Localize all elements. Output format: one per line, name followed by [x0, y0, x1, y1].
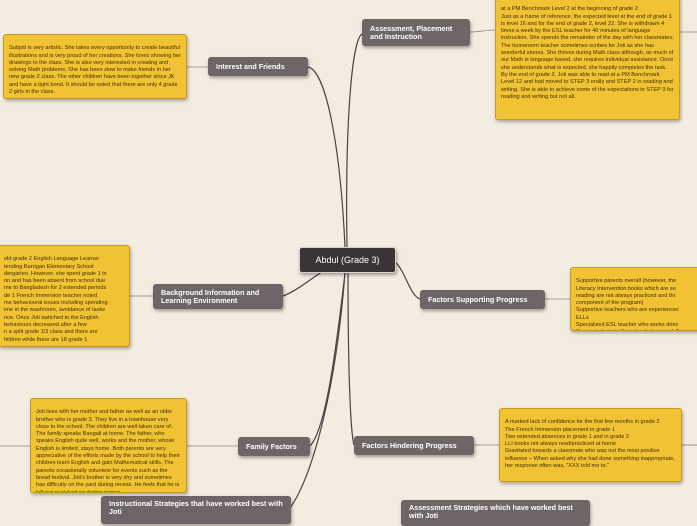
topic-assessment-placement-label: Assessment, Placement and Instruction [370, 23, 453, 41]
link-note-assessment [469, 29, 496, 33]
topic-factors-hindering-label: Factors Hindering Progress [362, 440, 457, 450]
topic-assessment-placement[interactable]: Assessment, Placement and Instruction [362, 19, 470, 46]
central-topic-label: Abdul (Grade 3) [315, 255, 380, 265]
topic-factors-supporting-label: Factors Supporting Progress [428, 294, 528, 304]
link-hindering [347, 272, 355, 446]
topic-interest-friends-label: Interest and Friends [216, 61, 285, 71]
note-factors-supporting[interactable]: Supportive parents overall (however, the… [570, 267, 697, 331]
note-family-factors[interactable]: Joti lives with her mother and father as… [30, 398, 187, 493]
topic-family-factors-label: Family Factors [246, 441, 297, 451]
link-interest [307, 66, 346, 248]
note-factors-hindering[interactable]: A marked lack of confidence for the firs… [499, 408, 682, 482]
note-assessment-placement-text: at a PM Benchmark Level 2 at the beginni… [501, 6, 674, 100]
topic-instructional-strategies-label: Instructional Strategies that have worke… [109, 499, 283, 516]
note-factors-supporting-text: Supportive parents overall (however, the… [576, 278, 680, 330]
link-instructional [289, 272, 346, 509]
topic-factors-supporting[interactable]: Factors Supporting Progress [420, 290, 545, 309]
topic-assessment-strategies[interactable]: Assessment Strategies which have worked … [401, 500, 590, 526]
note-interest-friends[interactable]: Subjoti is very artistic. She takes ever… [3, 34, 187, 99]
central-topic[interactable]: Abdul (Grade 3) [299, 247, 396, 273]
topic-assessment-strategies-label: Assessment Strategies which have worked … [409, 503, 573, 520]
link-supporting [394, 261, 421, 300]
topic-instructional-strategies[interactable]: Instructional Strategies that have worke… [101, 496, 291, 524]
topic-background-information[interactable]: Background Information and Learning Envi… [153, 284, 283, 309]
topic-family-factors[interactable]: Family Factors [238, 437, 310, 456]
topic-interest-friends[interactable]: Interest and Friends [208, 57, 308, 76]
link-family [309, 272, 346, 447]
note-background-information-text: old grade 2 English Language Learner ten… [4, 256, 108, 343]
link-assessment [346, 33, 363, 248]
note-interest-friends-text: Subjoti is very artistic. She takes ever… [9, 45, 181, 96]
note-background-information[interactable]: old grade 2 English Language Learner ten… [0, 245, 130, 347]
topic-factors-hindering[interactable]: Factors Hindering Progress [354, 436, 474, 455]
note-family-factors-text: Joti lives with her mother and father as… [36, 409, 180, 493]
note-factors-hindering-text: A marked lack of confidence for the firs… [505, 419, 675, 470]
note-assessment-placement[interactable]: at a PM Benchmark Level 2 at the beginni… [495, 0, 680, 120]
topic-background-information-label: Background Information and Learning Envi… [161, 287, 260, 305]
